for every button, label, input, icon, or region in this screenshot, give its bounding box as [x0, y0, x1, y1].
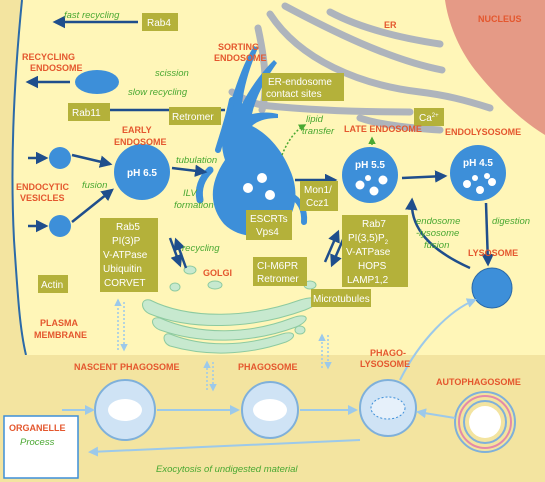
phagocytosis-arrows	[62, 298, 477, 457]
extracellular-space	[0, 0, 26, 355]
late-mediator-rab7: Rab7	[362, 219, 386, 230]
late-endosome-label: LATE ENDOSOME	[344, 124, 422, 134]
actin-mediator: Actin	[41, 280, 63, 291]
ilv-formation-label-2: formation	[174, 200, 214, 211]
rab4-mediator: Rab4	[147, 18, 171, 29]
endocytic-vesicles-label-2: VESICLES	[20, 193, 65, 203]
late-endosome-shape	[342, 147, 398, 203]
er-shape	[228, 2, 494, 134]
lysosome-label: LYSOSOME	[468, 248, 518, 258]
sorting-endosome-label-1: SORTING	[218, 42, 259, 52]
digestion-label: digestion	[492, 216, 530, 227]
plasma-membrane-line	[11, 0, 27, 356]
phagolysosome-label-1: PHAGO-	[370, 348, 406, 358]
recycling-endosome-shape	[75, 70, 119, 94]
late-mediator-pi35p2: PI(3,5)P2	[348, 233, 389, 246]
mon1-mediator-2: Ccz1	[306, 198, 329, 209]
lipid-transfer-label-1: lipid	[306, 114, 324, 125]
slow-recycling-label: slow recycling	[128, 87, 188, 98]
sorting-endosome-label-2: ENDOSOME	[214, 53, 267, 63]
er-contact-mediator-2: contact sites	[266, 89, 322, 100]
endolysosome-label: ENDOLYSOSOME	[445, 127, 521, 137]
calcium-mediator: Ca2+	[419, 113, 439, 124]
early-endosome-shape	[114, 144, 170, 200]
autophagosome-shape	[454, 391, 516, 453]
recycling-endosome-label-2: ENDOSOME	[30, 63, 83, 73]
endosome-lysosome-fusion-label-1: endosome	[416, 216, 460, 227]
late-mediator-lamp: LAMP1,2	[347, 275, 389, 286]
early-ph-label: pH 6.5	[127, 168, 157, 179]
early-mediator-corvet: CORVET	[104, 278, 146, 289]
nucleus-label: NUCLEUS	[478, 14, 522, 24]
early-mediator-rab5: Rab5	[116, 222, 140, 233]
cim6pr-mediator-2: Retromer	[257, 274, 299, 285]
retromer-mediator: Retromer	[172, 112, 214, 123]
ilv-formation-label-1: ILV	[183, 188, 198, 199]
recycling-endosome-label-1: RECYCLING	[22, 52, 75, 62]
dashed-transport-arrows	[114, 298, 332, 392]
recycling-label: recycling	[182, 243, 220, 254]
er-label: ER	[384, 20, 397, 30]
golgi-shape	[142, 265, 318, 354]
plasma-membrane-label-2: MEMBRANE	[34, 330, 87, 340]
legend-organelle: ORGANELLE	[9, 423, 66, 433]
microtubules-mediator: Microtubules	[313, 294, 370, 305]
nucleus-shape	[445, 0, 545, 135]
legend-process: Process	[20, 437, 55, 448]
early-mediator-vatpase: V-ATPase	[103, 250, 148, 261]
endosome-lysosome-fusion-label-2: -lysosome	[416, 228, 459, 239]
fast-recycling-label: fast recycling	[64, 10, 120, 21]
endocytic-vesicle-upper	[49, 147, 71, 169]
early-endosome-label-1: EARLY	[122, 125, 152, 135]
mon1-mediator-1: Mon1/	[304, 185, 332, 196]
lysosome-shape	[471, 267, 513, 309]
early-mediator-ubiquitin: Ubiquitin	[103, 264, 142, 275]
endolysosome-ph-label: pH 4.5	[463, 158, 493, 169]
phagolysosome-label-2: LYSOSOME	[360, 359, 410, 369]
phagosome-shape	[241, 381, 299, 439]
early-mediator-pi3p: PI(3)P	[112, 236, 141, 247]
nascent-phagosome-label: NASCENT PHAGOSOME	[74, 362, 180, 372]
escrts-mediator-1: ESCRTs	[250, 214, 288, 225]
endocytic-vesicles-label-1: ENDOCYTIC	[16, 182, 70, 192]
late-mediator-vatpase: V-ATPase	[346, 247, 391, 258]
phagolysosome-shape	[359, 379, 417, 437]
late-mediator-hops: HOPS	[358, 261, 387, 272]
sorting-endosome-shape	[195, 46, 308, 236]
endocytic-vesicle-lower	[49, 215, 71, 237]
exocytosis-label: Exocytosis of undigested material	[156, 464, 298, 475]
lipid-transfer-label-2: transfer	[302, 126, 335, 137]
mediator-boxes	[14, 13, 444, 472]
phagosome-label: PHAGOSOME	[238, 362, 298, 372]
scission-label: scission	[155, 68, 189, 79]
cim6pr-mediator-1: CI-M6PR	[257, 261, 298, 272]
endosome-lysosome-fusion-label-3: fusion	[424, 240, 449, 251]
nascent-phagosome-shape	[94, 379, 156, 441]
legend-box	[3, 415, 79, 479]
fusion-label: fusion	[82, 180, 107, 191]
plasma-membrane-label-1: PLASMA	[40, 318, 79, 328]
escrts-mediator-2: Vps4	[256, 227, 279, 238]
late-ph-label: pH 5.5	[355, 160, 385, 171]
endolysosome-shape	[450, 145, 506, 201]
autophagosome-label: AUTOPHAGOSOME	[436, 377, 521, 387]
tubulation-label: tubulation	[176, 155, 217, 166]
er-contact-mediator-1: ER-endosome	[268, 77, 332, 88]
early-endosome-label-2: ENDOSOME	[114, 137, 167, 147]
lipid-transfer-arrow	[281, 124, 307, 156]
rab11-mediator: Rab11	[72, 108, 101, 119]
legend-mediator: Mediator	[17, 458, 57, 469]
golgi-label: GOLGI	[203, 268, 232, 278]
